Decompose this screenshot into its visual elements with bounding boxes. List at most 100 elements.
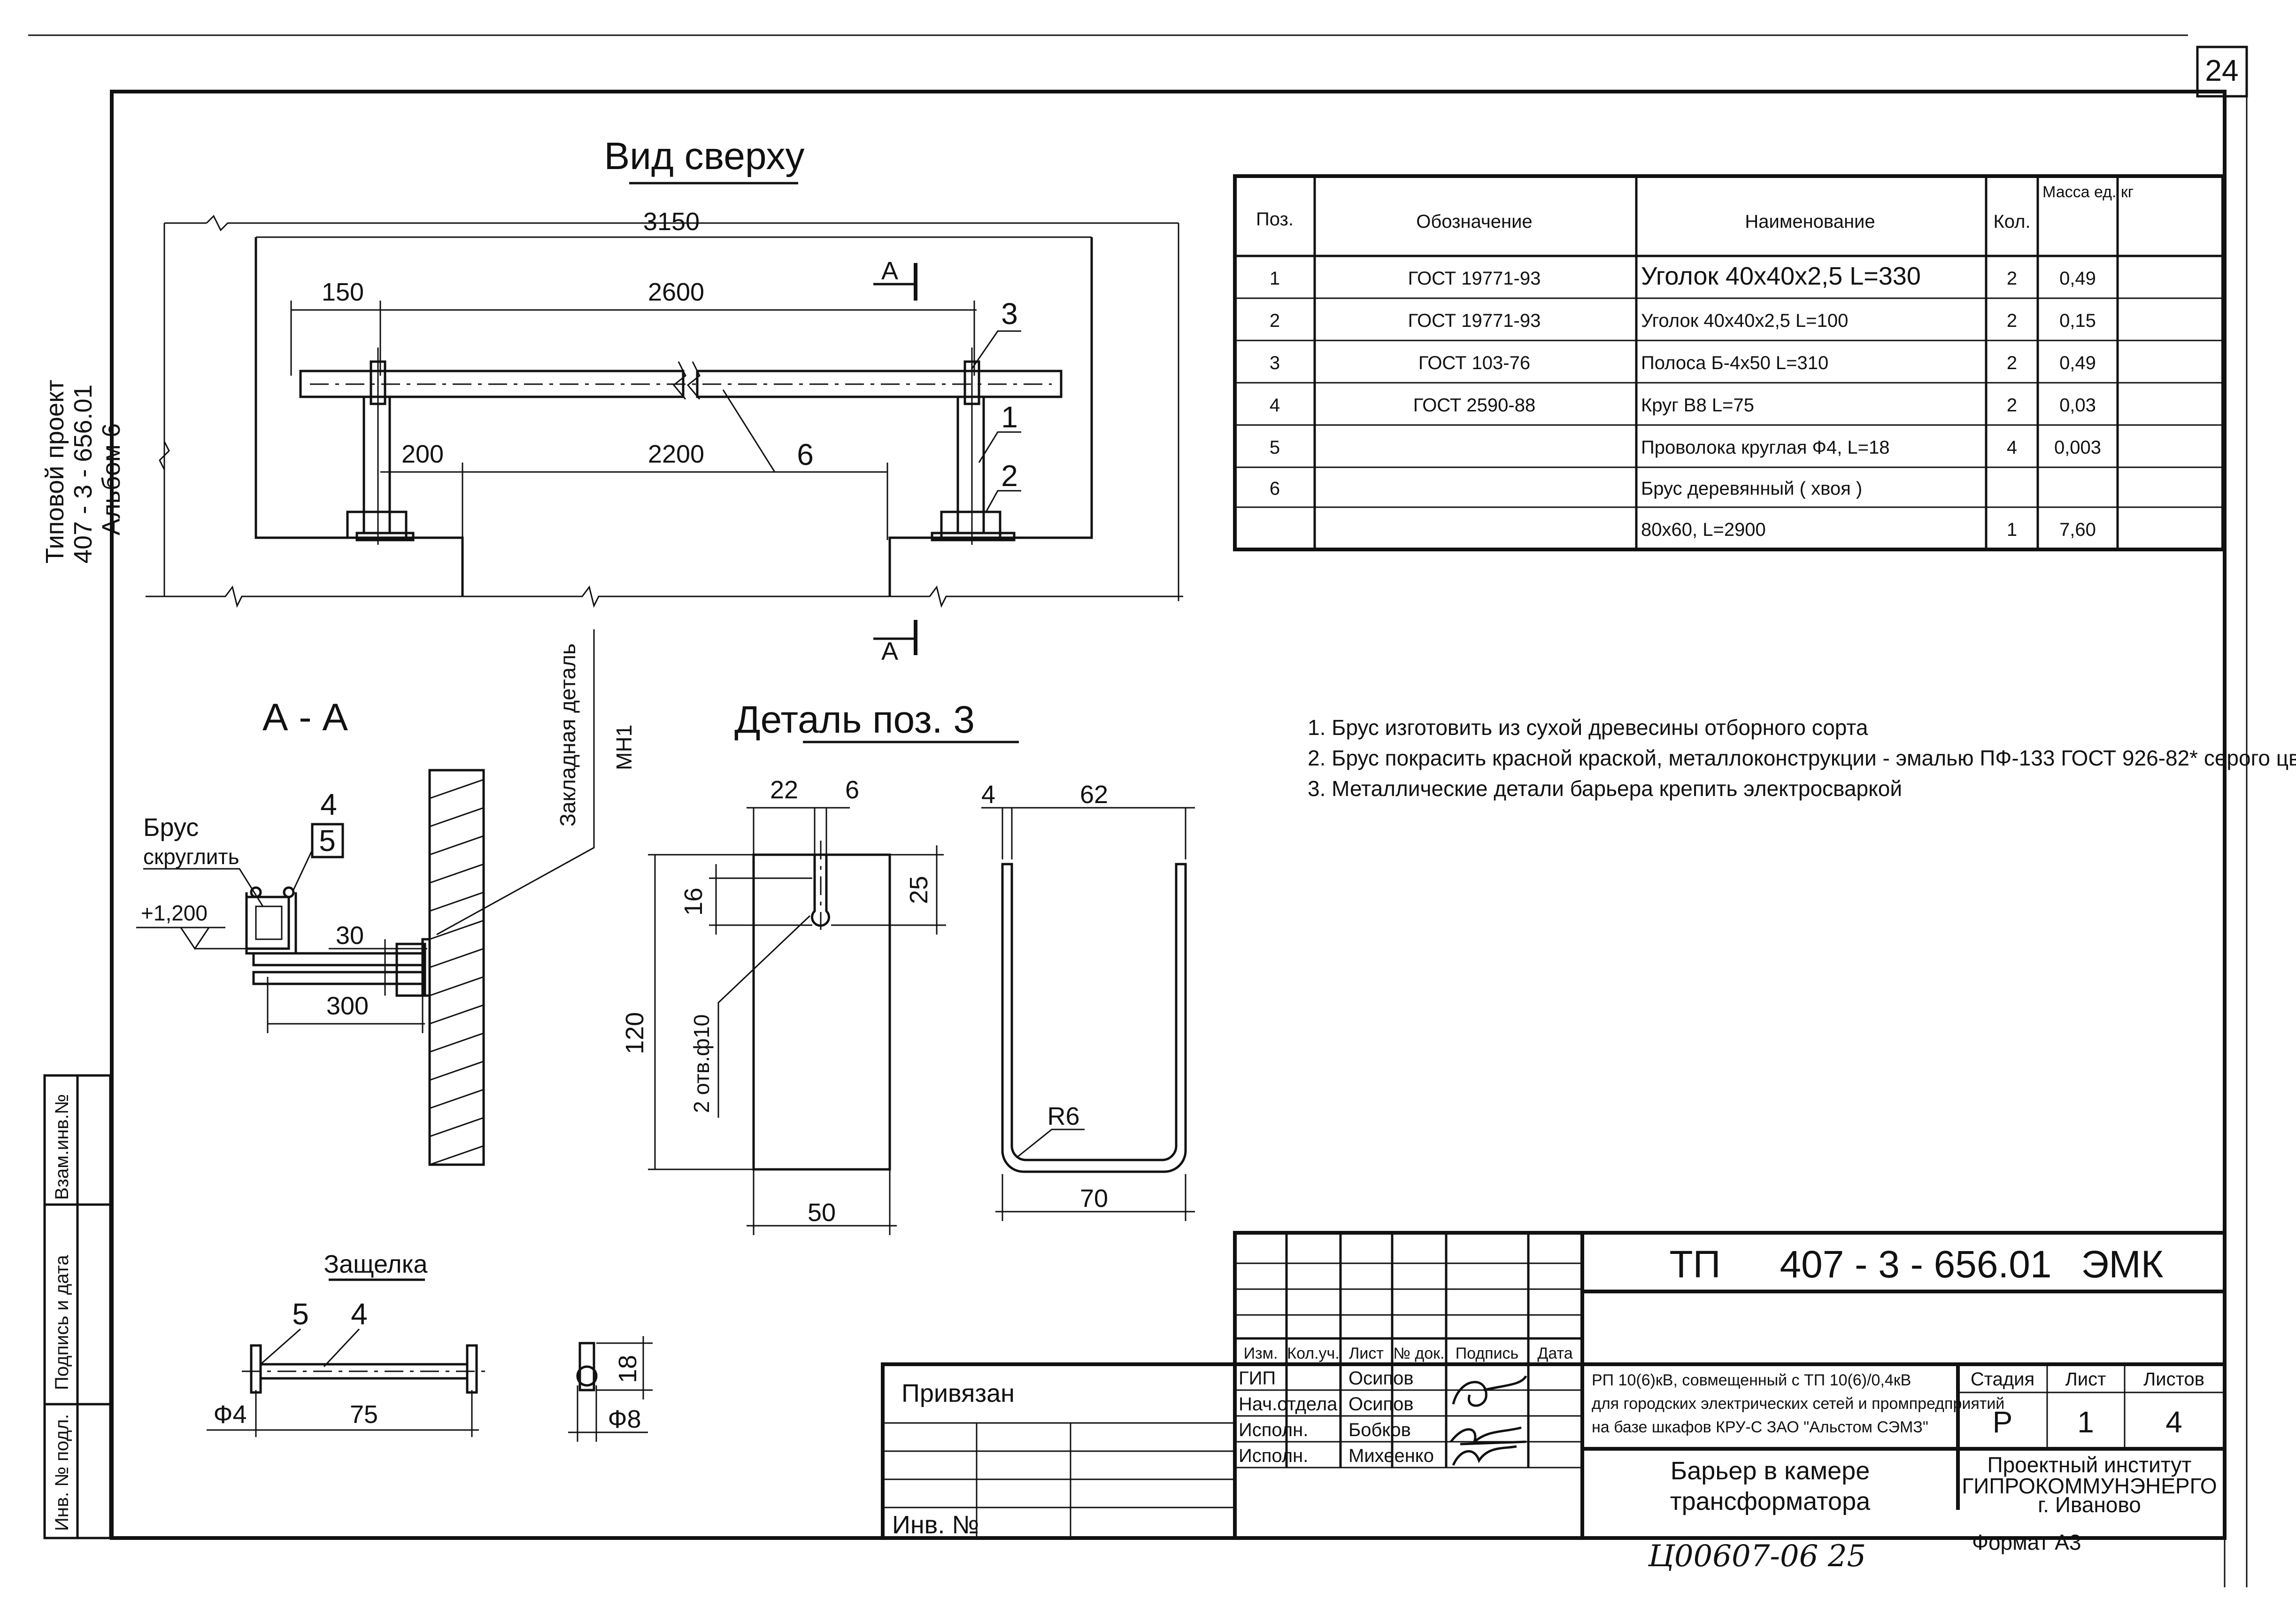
aa-pos5: 5 — [319, 824, 336, 858]
tb-name-2: Осипов — [1348, 1394, 1414, 1415]
top-view: Вид сверху 3150 150 2600 — [146, 135, 1183, 665]
note-3: 3. Металлические детали барьера крепить … — [1308, 776, 1902, 801]
tb-code-tp: ТП — [1669, 1243, 1720, 1286]
spec-cell-pos-2: 2 — [1270, 310, 1280, 331]
spec-cell-designation-4: ГОСТ 2590-88 — [1413, 395, 1535, 416]
spec-cell-designation-3: ГОСТ 103-76 — [1418, 353, 1530, 373]
tb-org-3: г. Иваново — [2038, 1492, 2141, 1517]
spec-cell-pos-3: 3 — [1270, 353, 1280, 373]
sheet-number: 24 — [2205, 54, 2238, 87]
tb-stage-h: Стадия — [1971, 1369, 2034, 1390]
left-strip: Взам.инв.№ Подпись и дата Инв. № подл. — [43, 1074, 112, 1539]
tb-h-podpis: Подпись — [1456, 1345, 1519, 1362]
detail3-title: Деталь поз. 3 — [734, 698, 975, 741]
tb-handwritten: Ц00607-06 25 — [1648, 1539, 1866, 1574]
tb-sheet-title-1: Барьер в камере — [1671, 1457, 1870, 1485]
label-skruglit: скруглить — [143, 844, 239, 869]
tb-name-4: Михеенко — [1348, 1446, 1434, 1466]
note-2: 2. Брус покрасить красной краской, метал… — [1308, 746, 2296, 770]
spec-cell-name-6: Брус деревянный ( хвоя ) — [1641, 479, 1862, 499]
tb-inv-no: Инв. № — [892, 1511, 979, 1539]
label-embedded-2: МН1 — [612, 725, 636, 770]
d3-dim-70: 70 — [1080, 1184, 1108, 1213]
spec-cell-pos-5: 5 — [1270, 437, 1280, 458]
spec-cell-qty-1: 2 — [2007, 268, 2017, 289]
spec-cell-qty-3: 2 — [2007, 353, 2017, 373]
tb-stage: Р — [1993, 1405, 2013, 1439]
section-aa: А - А Брус — [136, 629, 636, 1166]
spec-cell-pos-4: 4 — [1270, 395, 1280, 416]
tb-list: 1 — [2077, 1405, 2094, 1439]
spec-cell-name-2: Уголок 40х40х2,5 L=100 — [1641, 310, 1848, 331]
aa-pos4: 4 — [320, 788, 337, 821]
dim-150: 150 — [322, 278, 364, 306]
d3-dim-25: 25 — [905, 876, 933, 904]
dim-2600: 2600 — [648, 278, 704, 306]
tb-role-1: ГИП — [1239, 1368, 1276, 1389]
tb-code-emk: ЭМК — [2081, 1243, 2163, 1286]
spec-cell-qty-5: 4 — [2007, 437, 2017, 458]
section-aa-title: А - А — [262, 696, 348, 739]
spec-cell-name-5: Проволока круглая Ф4, L=18 — [1641, 437, 1890, 458]
spec-h-mass: Масса ед. кг — [2042, 183, 2134, 201]
spec-cell-pos-6: 6 — [1270, 479, 1280, 499]
d3-dim-4: 4 — [981, 781, 995, 809]
section-mark-bottom: А — [881, 637, 898, 665]
label-embedded-1: Закладная деталь — [555, 643, 580, 827]
tb-org-1: Проектный институт — [1988, 1453, 2192, 1477]
tb-privyazan: Привязан — [901, 1379, 1015, 1407]
side-stamp-line2: 407 - 3 - 656.01 — [69, 385, 97, 564]
d3-dim-16: 16 — [679, 888, 708, 916]
latch-pos4: 4 — [351, 1297, 368, 1331]
spec-cell-name-7: 80х60, L=2900 — [1641, 519, 1766, 540]
spec-h-name: Наименование — [1745, 211, 1875, 232]
tb-lists: 4 — [2165, 1405, 2182, 1439]
tb-format: Формат А3 — [1972, 1530, 2081, 1554]
label-podpis: Подпись и дата — [52, 1255, 72, 1390]
aa-dim-300: 300 — [326, 992, 369, 1020]
tb-h-data: Дата — [1537, 1345, 1572, 1362]
spec-h-qty: Кол. — [1993, 211, 2030, 232]
latch-dia4: Ф4 — [213, 1400, 247, 1429]
note-1: 1. Брус изготовить из сухой древесины от… — [1308, 715, 1868, 740]
tb-role-3: Исполн. — [1239, 1420, 1308, 1440]
d3-dim-120: 120 — [621, 1012, 649, 1054]
dim-2200: 2200 — [648, 440, 704, 468]
spec-h-pos: Поз. — [1256, 209, 1294, 230]
tb-name-3: Бобков — [1348, 1420, 1411, 1440]
d3-dim-22: 22 — [770, 776, 798, 804]
spec-cell-pos-1: 1 — [1270, 268, 1280, 289]
tb-h-koluch: Кол.уч. — [1287, 1345, 1339, 1362]
d3-radius: R6 — [1047, 1102, 1079, 1130]
tb-h-izm: Изм. — [1244, 1345, 1278, 1362]
aa-level: +1,200 — [141, 901, 208, 925]
spec-cell-qty-4: 2 — [2007, 395, 2017, 416]
wall-hatch — [429, 779, 484, 1166]
latch-title: Защелка — [324, 1250, 428, 1278]
latch-dia8: Ф8 — [608, 1405, 641, 1433]
spec-h-oboz: Обозначение — [1416, 211, 1532, 232]
signatures — [1450, 1375, 1527, 1466]
spec-table: Поз. Обозначение Наименование Кол. Масса… — [1233, 174, 2225, 551]
side-stamp-line1: Типовой проект — [41, 379, 69, 564]
spec-cell-qty-2: 2 — [2007, 310, 2017, 331]
tb-lists-h: Листов — [2143, 1369, 2204, 1390]
callout-2: 2 — [1001, 459, 1018, 493]
spec-cell-name-3: Полоса Б-4х50 L=310 — [1641, 353, 1828, 373]
d3-dim-6: 6 — [845, 776, 859, 804]
tb-h-dok: № док. — [1394, 1345, 1445, 1362]
spec-cell-name-1: Уголок 40х40х2,5 L=330 — [1641, 262, 1921, 290]
d3-dim-50: 50 — [808, 1198, 836, 1227]
spec-cell-mass-5: 0,003 — [2054, 437, 2101, 458]
detail-3: Деталь поз. 3 22 6 120 16 25 2 отв.ф10 5… — [621, 698, 1195, 1235]
tb-project-2: для городских электрических сетей и пром… — [1592, 1395, 2004, 1413]
spec-cell-mass-3: 0,49 — [2059, 353, 2096, 373]
title-block: Привязан Инв. № ТП 407 - 3 - 656.01 ЭМК … — [881, 1231, 2223, 1574]
latch-pos5: 5 — [292, 1297, 309, 1331]
latch-len75: 75 — [350, 1400, 378, 1429]
side-stamp: Типовой проект 407 - 3 - 656.01 Альбом 6 — [41, 379, 125, 564]
label-inv: Инв. № подл. — [52, 1414, 72, 1531]
callout-1: 1 — [1001, 400, 1018, 434]
dim-200: 200 — [401, 440, 444, 468]
